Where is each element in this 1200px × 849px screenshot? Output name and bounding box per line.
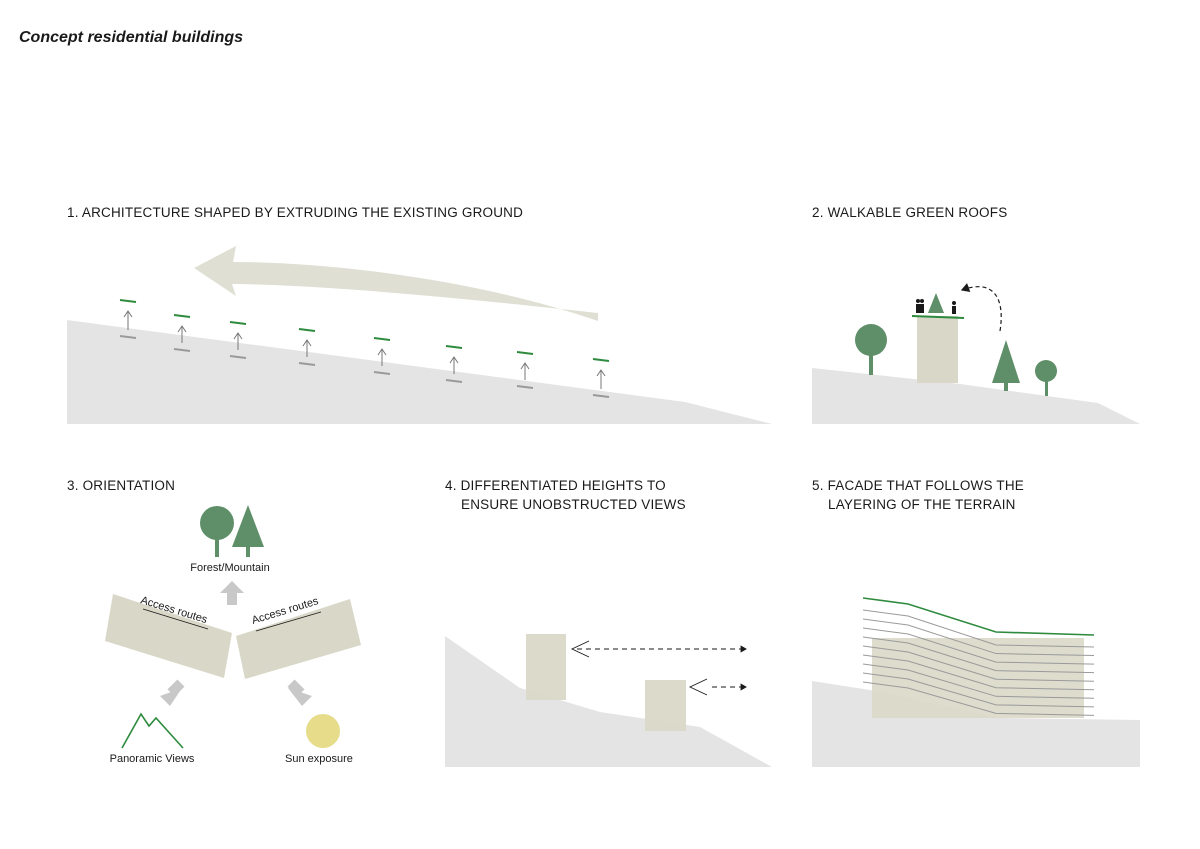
page-title: Concept residential buildings (19, 29, 244, 46)
view-cone-icon (688, 678, 708, 696)
panel-facade (812, 597, 1140, 767)
small-tree-icon (1035, 360, 1057, 396)
facade-layer-lines (862, 609, 1095, 716)
green-roof-marker (298, 328, 316, 332)
panel-extruding (67, 246, 772, 424)
extrude-arrow-head (123, 310, 133, 318)
ground-marker (445, 379, 463, 383)
green-roof-line (911, 315, 965, 319)
arrow-up-forest (220, 581, 244, 605)
terrain-slope (67, 320, 772, 424)
label-views: Panoramic Views (110, 753, 195, 765)
green-roof-marker (445, 345, 463, 349)
terrain-slope (812, 368, 1140, 424)
green-roof-line (862, 597, 1095, 636)
extrude-arrow-head (233, 332, 243, 340)
facade-layer-line (862, 672, 1095, 708)
building-volume (872, 638, 1084, 718)
building-low (645, 680, 686, 731)
heading-facade-line1: 5. FACADE THAT FOLLOWS THE (812, 478, 1024, 493)
view-cone-icon (570, 640, 590, 658)
flow-arrow (194, 246, 598, 321)
extrude-arrow-head (596, 369, 606, 377)
facade-layer-line (862, 663, 1095, 699)
heading-green-roofs: 2. WALKABLE GREEN ROOFS (812, 205, 1008, 220)
label-sun: Sun exposure (285, 753, 353, 765)
ground-marker (516, 385, 534, 389)
heading-heights-line2: ENSURE UNOBSTRUCTED VIEWS (461, 497, 686, 512)
heading-facade: 5. FACADE THAT FOLLOWS THE LAYERING OF T… (812, 476, 1024, 514)
heading-orientation: 3. ORIENTATION (67, 478, 176, 493)
building-block-right (236, 599, 361, 679)
extrude-arrow-head (520, 362, 530, 370)
heading-facade-line2: LAYERING OF THE TERRAIN (828, 497, 1016, 512)
ground-marker (373, 371, 391, 375)
panel-orientation: Forest/Mountain Access routes Access rou… (105, 505, 361, 765)
mountain-icon (121, 712, 184, 749)
sun-icon (306, 714, 340, 748)
green-roof-marker (119, 299, 137, 303)
deciduous-tree-icon (855, 324, 887, 375)
conifer-tree-icon (992, 340, 1020, 391)
building-tall (526, 634, 566, 700)
facade-layer-line (862, 627, 1095, 665)
facade-layer-line (862, 618, 1095, 657)
facade-layer-line (862, 645, 1095, 682)
building-block (917, 316, 958, 383)
ground-marker (298, 362, 316, 366)
green-roof-marker (173, 314, 191, 318)
extrude-arrow-head (377, 348, 387, 356)
facade-layer-line (862, 681, 1095, 716)
roof-tree-icon (928, 293, 944, 313)
green-roof-marker (592, 358, 610, 362)
facade-layer-line (862, 609, 1095, 648)
building-block-left (105, 594, 232, 678)
panel-green-roofs (812, 283, 1140, 424)
ground-marker (173, 348, 191, 352)
facade-layer-line (862, 636, 1095, 674)
person-icon (916, 299, 956, 314)
extrude-arrow-head (177, 325, 187, 333)
green-roof-marker (229, 321, 247, 325)
green-roof-marker (373, 337, 391, 341)
dashed-curved-arrow (960, 283, 1002, 332)
facade-layer-line (862, 654, 1095, 691)
panel-heights (445, 634, 772, 767)
ground-marker (119, 335, 137, 339)
green-roof-marker (516, 351, 534, 355)
label-forest: Forest/Mountain (190, 562, 269, 574)
heading-heights: 4. DIFFERENTIATED HEIGHTS TO ENSURE UNOB… (445, 476, 686, 514)
terrain-slope (445, 636, 772, 767)
extrude-arrow-head (302, 339, 312, 347)
heading-heights-line1: 4. DIFFERENTIATED HEIGHTS TO (445, 478, 666, 493)
ground-marker (229, 355, 247, 359)
extrusion-markers (119, 299, 610, 398)
heading-extruding: 1. ARCHITECTURE SHAPED BY EXTRUDING THE … (67, 205, 524, 220)
conifer-tree-icon (232, 505, 264, 557)
ground-marker (592, 394, 610, 398)
deciduous-tree-icon (200, 506, 234, 557)
extrude-arrow-head (449, 356, 459, 364)
